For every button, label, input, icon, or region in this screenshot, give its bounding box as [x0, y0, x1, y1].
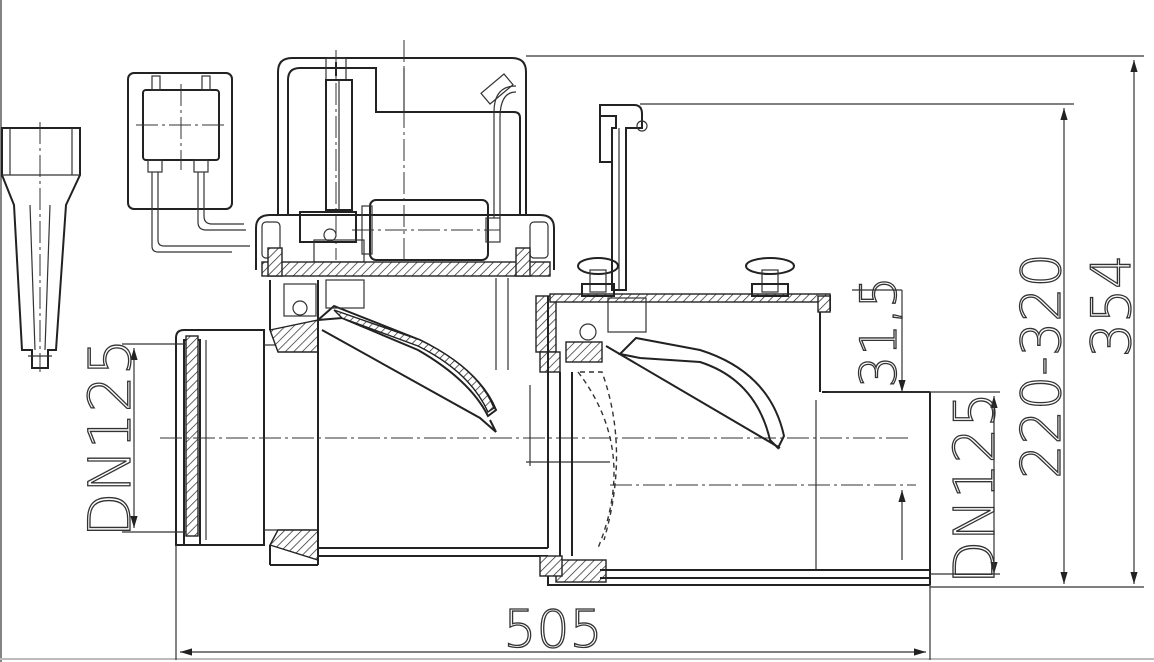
motor-housing	[255, 40, 555, 277]
knob-right	[745, 257, 795, 297]
dim-overall-height: 354	[1080, 254, 1143, 357]
valve-body	[160, 104, 931, 586]
dim-height-range: 220-320	[1010, 253, 1073, 479]
dim-inlet-diameter: DN125	[76, 339, 144, 538]
dim-overall-length: 505	[503, 600, 602, 660]
dimension-lines	[122, 55, 1144, 660]
dim-offset: 31,5	[850, 276, 908, 387]
tapered-plug-detail	[0, 122, 81, 372]
knob-left	[577, 257, 619, 297]
control-box-detail	[127, 72, 250, 253]
dim-outlet-diameter: DN125	[943, 392, 1008, 584]
